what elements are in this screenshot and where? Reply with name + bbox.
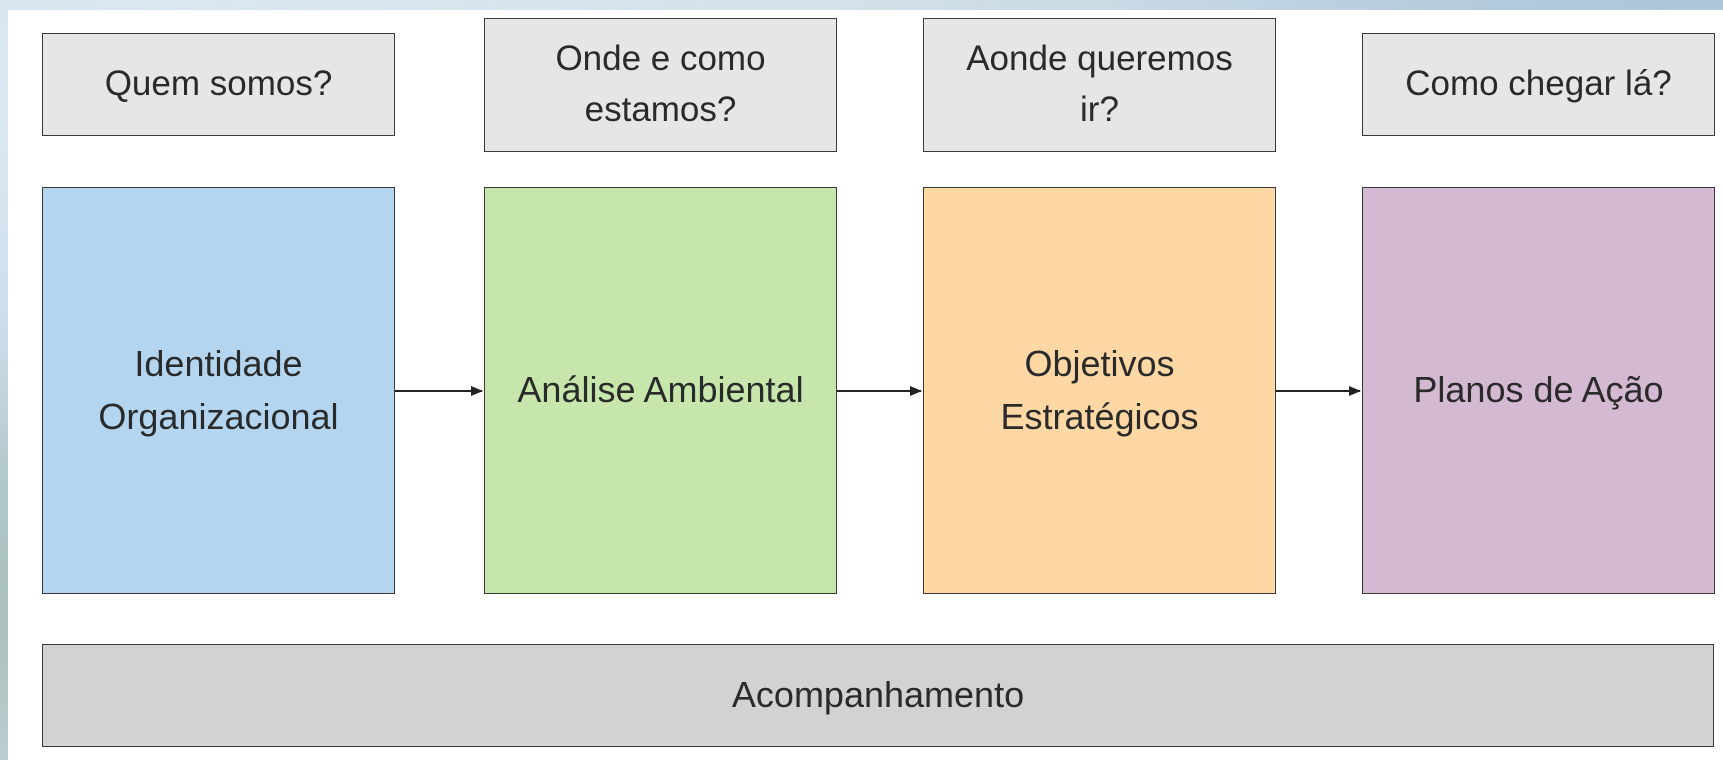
question-2-line-2: estamos? <box>584 90 737 129</box>
diagram-panel: Quem somos? Onde e como estamos? Aonde q… <box>8 10 1723 760</box>
question-1-line-1: Quem somos? <box>104 64 333 104</box>
stage-4-line-1: Planos de Ação <box>1413 369 1664 411</box>
question-3-line-1: Aonde queremos <box>966 39 1233 79</box>
question-3-line-2: ir? <box>1080 90 1119 129</box>
stage-2-line-1: Análise Ambiental <box>517 369 804 411</box>
stage-1-line-1: Identidade <box>134 343 303 385</box>
stage-box-objetivos: Objetivos Estratégicos <box>923 187 1276 594</box>
stage-box-planos: Planos de Ação <box>1362 187 1715 594</box>
stage-1-line-2: Organizacional <box>98 395 339 437</box>
footer-acompanhamento: Acompanhamento <box>42 644 1714 747</box>
flow-arrows <box>395 386 1361 396</box>
question-box-2: Onde e como estamos? <box>484 18 837 152</box>
footer-label: Acompanhamento <box>731 674 1025 716</box>
question-box-1: Quem somos? <box>42 33 395 136</box>
question-box-4: Como chegar lá? <box>1362 33 1715 136</box>
stage-box-identidade: Identidade Organizacional <box>42 187 395 594</box>
question-2-line-1: Onde e como <box>555 39 766 79</box>
question-box-3: Aonde queremos ir? <box>923 18 1276 152</box>
question-4-line-1: Como chegar lá? <box>1405 64 1672 104</box>
stage-3-line-1: Objetivos <box>1024 343 1175 385</box>
stage-3-line-2: Estratégicos <box>1000 395 1199 437</box>
stage-box-analise: Análise Ambiental <box>484 187 837 594</box>
